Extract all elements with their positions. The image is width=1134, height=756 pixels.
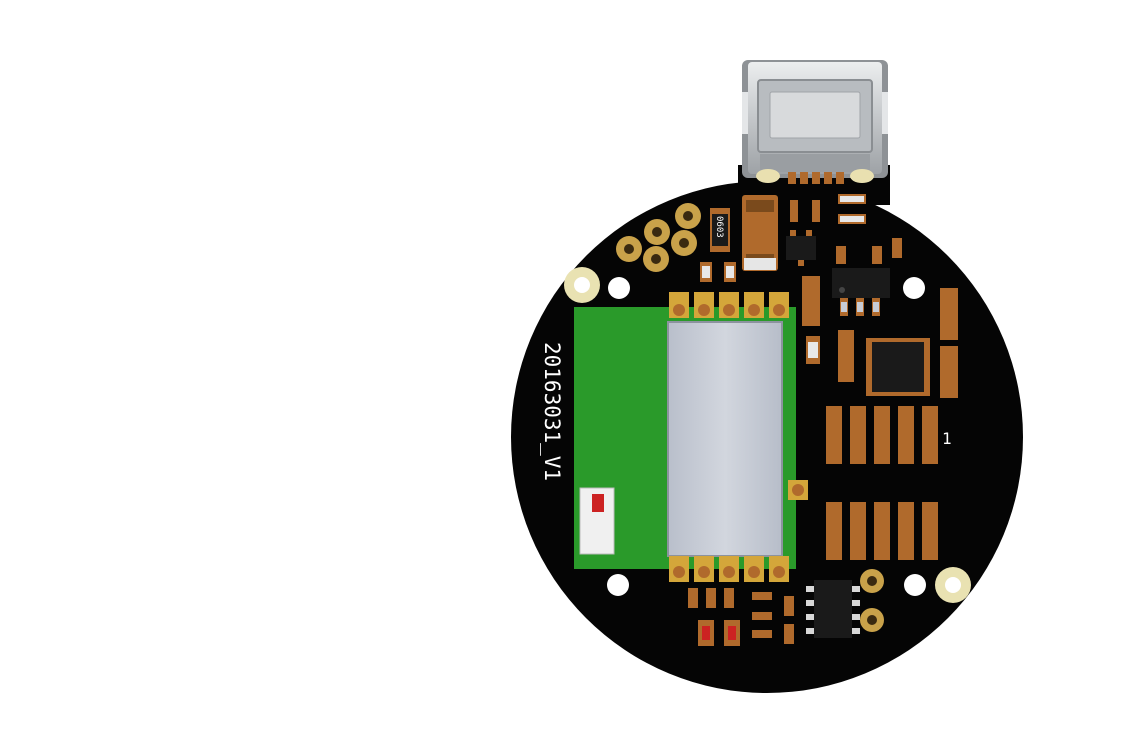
red-leds [702, 626, 736, 640]
soic-ic-top [832, 268, 890, 316]
sot-ic [786, 230, 816, 266]
resistor-0603: 0603 [710, 208, 730, 252]
micro-usb-connector [742, 60, 888, 184]
radio-module [574, 292, 808, 582]
mounting-holes [564, 267, 971, 603]
inductor [742, 195, 778, 271]
version-label: 20163031_V1 [540, 342, 564, 481]
edge-pads-bottom [826, 502, 938, 560]
part-label: 0603 [714, 216, 724, 238]
soic-ic-bottom [806, 580, 860, 638]
through-hole-pads [616, 203, 701, 272]
qfn-chip [866, 338, 930, 396]
test-pads-bottom [860, 569, 884, 632]
component-caps [702, 196, 864, 358]
pin1-label: 1 [942, 429, 952, 448]
edge-pads-top [826, 406, 938, 464]
